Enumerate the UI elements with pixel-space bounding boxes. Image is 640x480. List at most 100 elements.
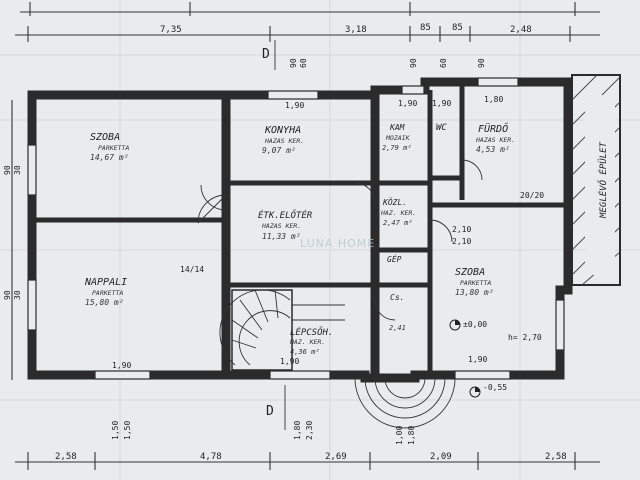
window-left-upper xyxy=(27,144,37,196)
outer-walls xyxy=(27,77,573,383)
vdim-2: 1,50 xyxy=(123,421,132,440)
room-konyha-area: 9,07 m² xyxy=(262,146,296,155)
window-kamra xyxy=(401,85,425,95)
room-nappali-area: 15,80 m² xyxy=(85,298,124,307)
room-szoba-2-name: SZOBA xyxy=(455,267,485,278)
room-wc-name: WC xyxy=(436,123,447,133)
top-mini-3: 90 xyxy=(409,58,418,68)
room-nappali-sub: PARKETTA xyxy=(92,289,123,297)
opening-room-bottom: 1,90 xyxy=(468,355,487,364)
staircase xyxy=(219,289,345,371)
room-szoba-2-area: 13,80 m² xyxy=(455,288,494,297)
opening-living-door: 14/14 xyxy=(180,265,204,274)
room-szoba-2-sub: PARKETTA xyxy=(460,279,491,287)
room-szoba-1: SZOBA PARKETTA 14,67 m² xyxy=(90,132,129,162)
top-mini-4: 60 xyxy=(439,58,448,68)
bottom-dim-2: 4,78 xyxy=(200,452,222,462)
room-gep-name: GÉP xyxy=(387,253,402,264)
room-lepcso-name: LÉPCSŐH. xyxy=(290,326,333,338)
room-kamra-sub: MOZAIK xyxy=(385,134,411,142)
room-cs-name: Cs. xyxy=(390,293,404,302)
window-stair xyxy=(269,370,331,380)
top-dim-5: 2,48 xyxy=(510,25,532,35)
room-nappali: NAPPALI PARKETTA 15,80 m² xyxy=(84,277,127,307)
opening-bath-door: 20/20 xyxy=(520,191,544,200)
bottom-dimension-line: 2,58 4,78 2,69 2,09 2,58 xyxy=(15,452,600,470)
section-mark-top-label: D xyxy=(262,47,270,62)
door-swing-living xyxy=(197,194,227,224)
room-lepcso: LÉPCSŐH. HAZ. KER. 4,36 m² xyxy=(289,326,333,356)
window-room-right xyxy=(555,299,565,351)
left-dim-3: 90 xyxy=(3,290,12,300)
room-kamra-area: 2,79 m² xyxy=(382,144,412,152)
room-konyha-sub: HAZAS KER. xyxy=(264,137,304,145)
opening-bath: 1,80 xyxy=(484,95,503,104)
room-cs: Cs. xyxy=(390,293,404,302)
room-eloter-name: ÉTK.ELŐTÉR xyxy=(258,209,313,221)
windows xyxy=(27,77,565,380)
window-left-lower xyxy=(27,279,37,331)
watermark: LUNA HOME xyxy=(300,237,375,250)
room-konyha: KONYHA HAZAS KER. 9,07 m² xyxy=(262,125,304,155)
door-swing-room2 xyxy=(429,219,453,243)
room-gep-area: 2,41 xyxy=(389,324,406,332)
left-dim-4: 30 xyxy=(13,290,22,300)
room-kozl-sub: HAZ. KER. xyxy=(380,209,416,217)
section-mark-bottom-label: D xyxy=(266,404,274,419)
door-swing-bath xyxy=(461,159,483,181)
top-mini-5: 90 xyxy=(477,58,486,68)
room-furdo-area: 4,53 m² xyxy=(476,145,510,154)
neighbor-building: MEGLÉVŐ ÉPÜLET xyxy=(571,74,621,286)
room-kozl: KÖZL. HAZ. KER. 2,47 m² xyxy=(380,197,416,227)
vdim-1: 1,50 xyxy=(111,421,120,440)
room-kamra: KAM MOZAIK 2,79 m² xyxy=(382,123,412,152)
room-eloter-area: 11,33 m² xyxy=(262,232,301,241)
vdim-5: 1,00 xyxy=(395,426,404,445)
interior-walls xyxy=(36,82,568,375)
bottom-dim-5: 2,58 xyxy=(545,452,567,462)
opening-bottom-left: 1,90 xyxy=(112,361,131,370)
vdim-4: 2,30 xyxy=(305,421,314,440)
room-lepcso-area: 4,36 m² xyxy=(290,348,320,356)
room-lepcso-sub: HAZ. KER. xyxy=(289,338,325,346)
room-kozl-area: 2,47 m² xyxy=(383,219,413,227)
room-szoba-2: SZOBA PARKETTA 13,80 m² xyxy=(455,267,494,297)
bottom-vertical-dims: 1,50 1,50 1,80 2,30 1,00 1,80 xyxy=(111,421,416,445)
left-dim-2: 30 xyxy=(13,165,22,175)
top-dim-4: 85 xyxy=(452,23,463,33)
entrance-steps xyxy=(354,377,456,429)
room-labels: SZOBA PARKETTA 14,67 m² KONYHA HAZAS KER… xyxy=(84,121,515,356)
room-eloter: ÉTK.ELŐTÉR HAZAS KER. 11,33 m² xyxy=(258,209,313,241)
room-nappali-name: NAPPALI xyxy=(84,277,127,288)
opening-stair: 1,90 xyxy=(280,357,299,366)
opening-kitchen: 1,90 xyxy=(285,101,304,110)
section-mark-bottom: D xyxy=(266,385,286,430)
ceiling-height: h= 2,70 xyxy=(508,333,542,342)
opening-room2-door: 2,10 xyxy=(452,237,471,246)
spot-level-outside: -0,55 xyxy=(483,383,507,392)
room-furdo-sub: HAZAS KER. xyxy=(475,136,515,144)
bottom-dim-1: 2,58 xyxy=(55,452,77,462)
room-eloter-sub: HAZAS KER. xyxy=(261,222,301,230)
window-room-bottom xyxy=(454,370,511,380)
top-mini-1: 90 xyxy=(289,58,298,68)
room-szoba-1-area: 14,67 m² xyxy=(90,153,129,162)
left-dim-1: 90 xyxy=(3,165,12,175)
room-szoba-1-name: SZOBA xyxy=(90,132,120,143)
opening-labels: 1,90 1,90 1,90 1,80 1,90 1,90 1,90 20/20… xyxy=(112,95,544,370)
door-swing-stair xyxy=(374,299,396,321)
top-mini-2: 60 xyxy=(299,58,308,68)
room-kozl-name: KÖZL. xyxy=(382,197,407,207)
door-swing-room1 xyxy=(200,184,227,211)
window-bottom-left xyxy=(94,370,151,380)
top-dim-1: 7,35 xyxy=(160,25,182,35)
room-konyha-name: KONYHA xyxy=(264,125,301,136)
room-szoba-1-sub: PARKETTA xyxy=(98,144,129,152)
room-furdo: FÜRDŐ HAZAS KER. 4,53 m² xyxy=(475,121,515,154)
room-wc: WC xyxy=(436,123,447,133)
top-dimension-line: 7,35 3,18 85 85 2,48 xyxy=(15,23,600,42)
spot-levels: ±0,00 -0,55 h= 2,70 xyxy=(449,319,542,398)
opening-kamra: 1,90 xyxy=(398,99,417,108)
